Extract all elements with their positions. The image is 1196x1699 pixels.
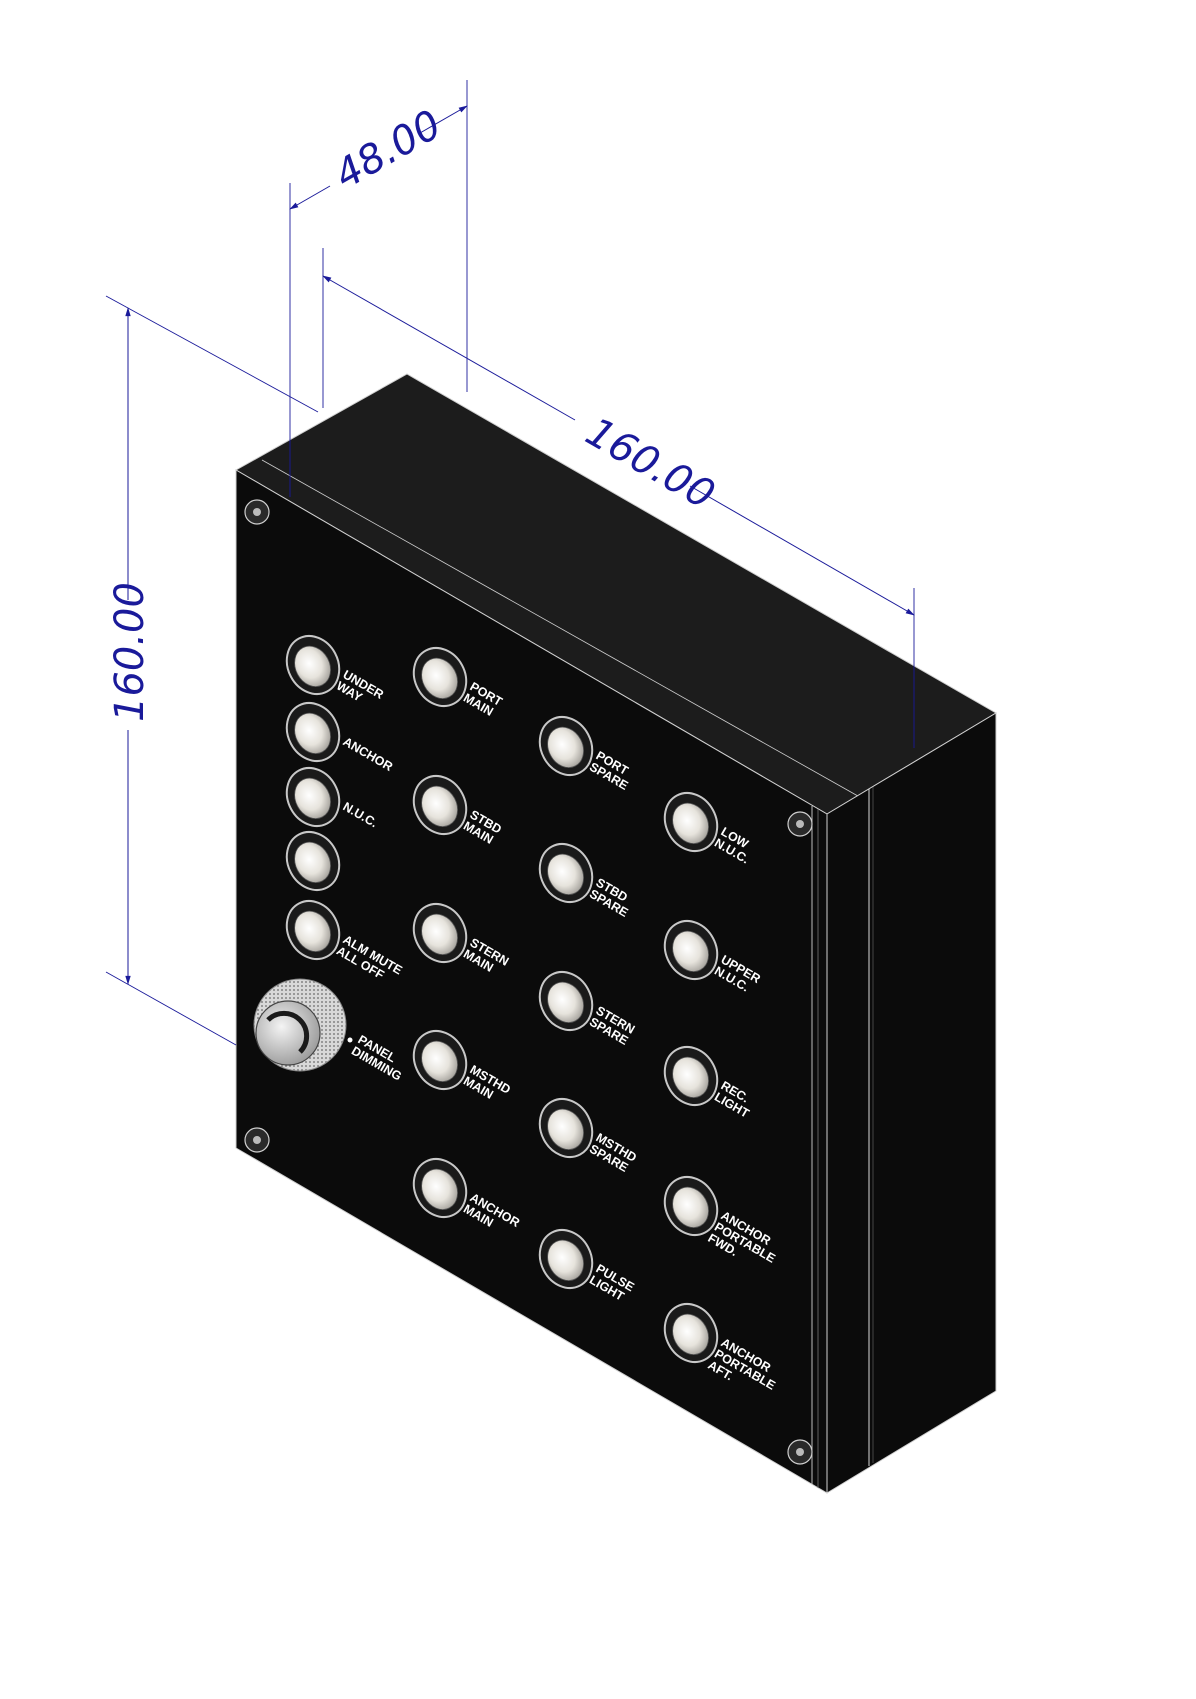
screw-icon: [244, 1127, 270, 1153]
indicator-low-nuc[interactable]: LOWN.U.C.: [655, 784, 758, 867]
lamp-lens-icon: [294, 841, 331, 883]
lamp-lens-icon: [672, 1313, 709, 1355]
lamp-lens-icon: [294, 777, 331, 819]
corner-screws: [244, 499, 813, 1465]
lamp-lens-icon: [547, 853, 584, 895]
lamp-lens-icon: [547, 726, 584, 768]
enclosure: [234, 373, 997, 1494]
screw-icon: [244, 499, 270, 525]
enclosure-side-face: [826, 712, 997, 1494]
depth-dimension-value: 48.00: [327, 102, 449, 199]
lamp-lens-icon: [547, 1239, 584, 1281]
lamp-lens-icon: [294, 645, 331, 687]
height-dimension-value: 160.00: [107, 582, 153, 722]
lamp-lens-icon: [672, 1056, 709, 1098]
lamp-lens-icon: [294, 910, 331, 952]
indicator-label: STERNMAIN: [461, 935, 511, 980]
lamp-lens-icon: [421, 1040, 458, 1082]
lamp-lens-icon: [672, 1186, 709, 1228]
lamp-lens-icon: [547, 981, 584, 1023]
indicator-msthd-spare[interactable]: MSTHDSPARE: [530, 1090, 639, 1176]
indicator-stbd-main[interactable]: STBDMAIN: [404, 767, 504, 848]
lamp-lens-icon: [547, 1108, 584, 1150]
enclosure-front-face: [235, 469, 828, 1494]
height-dimension: 160.00: [105, 295, 319, 1046]
indicator-port-spare[interactable]: PORTSPARE: [530, 708, 637, 793]
screw-icon: [787, 811, 813, 837]
lamp-lens-icon: [672, 930, 709, 972]
lamp-lens-icon: [421, 785, 458, 827]
indicator-anchor-portable-aft[interactable]: ANCHORPORTABLEAFT.: [655, 1295, 784, 1404]
indicator-upper-nuc[interactable]: UPPERN.U.C.: [655, 912, 763, 998]
indicator-stern-main[interactable]: STERNMAIN: [404, 895, 511, 980]
indicator-blank[interactable]: [277, 823, 349, 899]
lamp-lens-icon: [421, 1168, 458, 1210]
lamp-lens-icon: [421, 913, 458, 955]
lamp-lens-icon: [421, 657, 458, 699]
screw-icon: [787, 1439, 813, 1465]
lamp-lens-icon: [672, 802, 709, 844]
lamp-lens-icon: [294, 712, 331, 754]
